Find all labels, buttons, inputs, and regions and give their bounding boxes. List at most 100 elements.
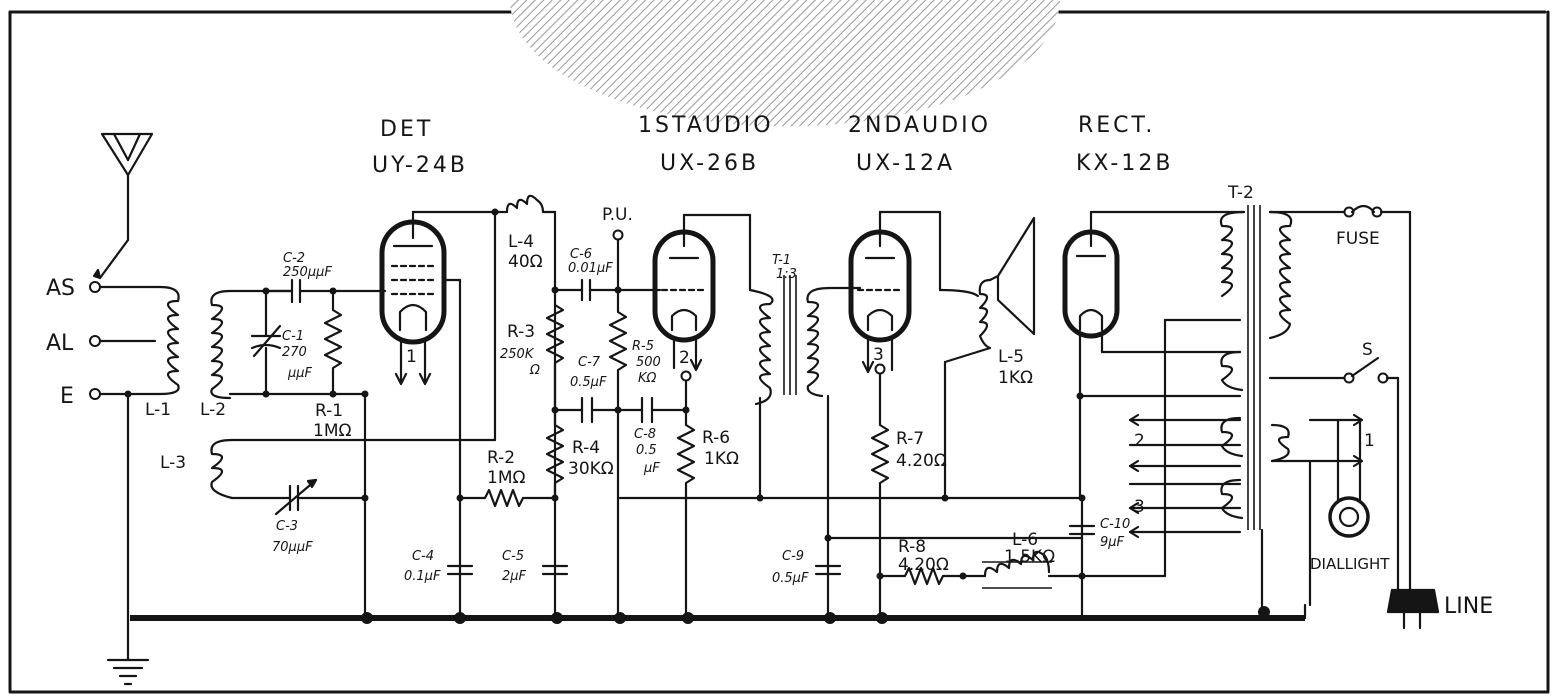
transformer-t1-ratio: 1:3 bbox=[776, 267, 797, 282]
inductor-l6 bbox=[961, 550, 1167, 589]
resistor-r8-value: 4.20Ω bbox=[898, 555, 949, 575]
terminal-al-label: AL bbox=[46, 331, 74, 356]
resistor-r4-value: 30KΩ bbox=[568, 459, 614, 479]
tube1-filament-number: 2 bbox=[679, 348, 690, 368]
resistor-r7-label: R-7 bbox=[896, 429, 924, 449]
shaded-disc bbox=[510, 0, 1060, 127]
terminal-e[interactable] bbox=[89, 388, 101, 400]
capacitor-c1-label: C-1 bbox=[282, 329, 304, 344]
dial-light-icon bbox=[1308, 413, 1370, 538]
switch-label: S bbox=[1362, 340, 1373, 360]
resistor-r3-unit: Ω bbox=[529, 363, 540, 378]
line-label: LINE bbox=[1444, 594, 1493, 619]
fuse-icon bbox=[1343, 204, 1412, 592]
tube-1st-audio-function: 1STAUDIO bbox=[638, 113, 774, 138]
capacitor-c7 bbox=[553, 396, 644, 424]
antenna bbox=[92, 132, 154, 280]
tube-1st-audio-type: UX-26B bbox=[660, 151, 759, 176]
resistor-r4 bbox=[545, 408, 565, 620]
resistor-r5-value: 500 bbox=[636, 355, 661, 370]
det-filament-number: 1 bbox=[406, 347, 417, 367]
capacitor-c5-value: 2μF bbox=[502, 569, 527, 584]
fuse-label: FUSE bbox=[1336, 229, 1380, 249]
tube-2nd-audio-function: 2NDAUDIO bbox=[848, 113, 991, 138]
capacitor-c9-label: C-9 bbox=[782, 549, 804, 564]
resistor-r5-label: R-5 bbox=[632, 339, 654, 354]
inductor-l6-label: L-6 bbox=[1012, 530, 1038, 550]
capacitor-c10-label: C-10 bbox=[1100, 517, 1130, 532]
capacitor-c1 bbox=[250, 287, 282, 398]
tube-det-type: UY-24B bbox=[372, 153, 468, 178]
transformer-t2 bbox=[1219, 205, 1347, 620]
resistor-r7 bbox=[870, 372, 890, 624]
resistor-r5-unit: KΩ bbox=[638, 371, 657, 386]
dial-light-label: DIALLIGHT bbox=[1310, 555, 1390, 573]
resistor-r8-label: R-8 bbox=[898, 537, 926, 557]
tap-label-2: 2 bbox=[1134, 431, 1145, 451]
resistor-r1 bbox=[323, 289, 343, 398]
resistor-r4-label: R-4 bbox=[572, 438, 600, 458]
capacitor-c2 bbox=[264, 278, 387, 304]
transformer-t1 bbox=[748, 213, 862, 620]
inductor-l1-label: L-1 bbox=[145, 400, 171, 420]
resistor-r6 bbox=[676, 370, 696, 624]
capacitor-c1-value: 270 bbox=[282, 345, 307, 360]
capacitor-c3-value: 70μμF bbox=[272, 540, 313, 555]
capacitor-c8-value: 0.5 bbox=[636, 443, 657, 458]
resistor-r3-value: 250K bbox=[500, 347, 535, 362]
frame bbox=[8, 10, 1550, 694]
inductor-l1 bbox=[98, 285, 180, 662]
tube-1st-audio bbox=[652, 213, 752, 372]
line-plug-icon[interactable] bbox=[1386, 588, 1440, 630]
capacitor-c4-label: C-4 bbox=[412, 549, 434, 564]
tube-det bbox=[379, 208, 499, 620]
resistor-r5 bbox=[608, 288, 628, 624]
resistor-r7-value: 4.20Ω bbox=[896, 451, 947, 471]
resistor-r6-label: R-6 bbox=[702, 428, 730, 448]
rectifier-wiring bbox=[1078, 318, 1242, 578]
inductor-l5-label: L-5 bbox=[998, 347, 1024, 367]
capacitor-c4-value: 0.1μF bbox=[404, 569, 441, 584]
resistor-r3-label: R-3 bbox=[507, 322, 535, 342]
capacitor-c3 bbox=[274, 478, 318, 516]
terminal-al[interactable] bbox=[89, 335, 101, 347]
earth-ground-icon bbox=[106, 658, 150, 686]
capacitor-c8-unit: μF bbox=[643, 461, 660, 476]
capacitor-c10 bbox=[1068, 496, 1096, 620]
capacitor-c9-value: 0.5μF bbox=[772, 571, 809, 586]
capacitor-c5-label: C-5 bbox=[502, 549, 524, 564]
capacitor-c6-value: 0.01μF bbox=[568, 261, 613, 276]
resistor-r6-value: 1KΩ bbox=[704, 449, 739, 469]
inductor-l4-label: L-4 bbox=[508, 232, 534, 252]
capacitor-c7-label: C-7 bbox=[578, 355, 601, 370]
inductor-l3 bbox=[210, 438, 497, 500]
tap-label-1: 1 bbox=[1364, 431, 1375, 451]
capacitor-c5 bbox=[541, 564, 569, 624]
tube-rectifier bbox=[1062, 210, 1246, 500]
capacitor-c3-label: C-3 bbox=[276, 519, 298, 534]
terminal-e-label: E bbox=[60, 384, 74, 409]
capacitor-c7-value: 0.5μF bbox=[570, 375, 607, 390]
resistor-r2 bbox=[458, 488, 559, 508]
tube-rectifier-function: RECT. bbox=[1078, 113, 1155, 138]
capacitor-c10-value: 9μF bbox=[1100, 535, 1125, 550]
capacitor-c9 bbox=[814, 534, 1084, 624]
capacitor-c6-label: C-6 bbox=[570, 247, 592, 262]
capacitor-c2-value: 250μμF bbox=[283, 265, 332, 280]
transformer-t2-label: T-2 bbox=[1227, 183, 1254, 203]
resistor-r1-label: R-1 bbox=[315, 401, 343, 421]
inductor-l6-value: 1.5KΩ bbox=[1004, 547, 1055, 567]
inductor-l5-value: 1KΩ bbox=[998, 368, 1033, 388]
capacitor-c2-label: C-2 bbox=[283, 251, 305, 266]
transformer-t1-label: T-1 bbox=[772, 253, 791, 268]
ground-bus bbox=[130, 603, 1307, 621]
capacitor-c8 bbox=[640, 396, 690, 424]
terminal-as[interactable] bbox=[89, 281, 101, 293]
speaker-icon bbox=[938, 216, 1036, 500]
capacitor-c8-label: C-8 bbox=[634, 427, 656, 442]
terminal-pu[interactable] bbox=[612, 229, 624, 241]
tap-label-3: 3 bbox=[1134, 497, 1145, 517]
power-switch[interactable] bbox=[1343, 356, 1400, 592]
capacitor-c1-unit: μμF bbox=[287, 366, 313, 381]
